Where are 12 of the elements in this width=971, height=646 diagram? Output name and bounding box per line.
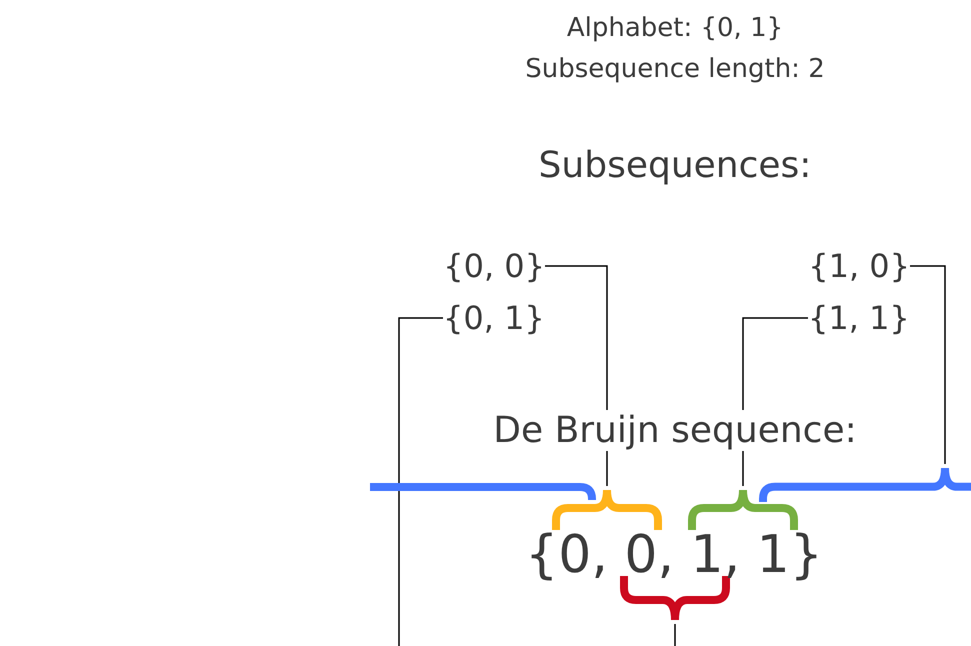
subsequence-text: {1, 1} [808, 300, 912, 336]
parameter-text: Alphabet: {0, 1} [566, 14, 784, 44]
subsequence-text: {1, 0} [806, 248, 910, 284]
leader-line [398, 317, 443, 646]
section-heading: Subsequences: [538, 145, 812, 186]
leader-line [674, 624, 676, 646]
subsequence-text: {0, 1} [443, 300, 547, 336]
sequence-text: {0, 0, 1, 1} [524, 526, 824, 586]
leader-line [910, 265, 946, 464]
curly-brace [370, 483, 596, 500]
subsequence-text: {0, 0} [441, 248, 545, 284]
parameter-text: Subsequence length: 2 [524, 55, 826, 85]
